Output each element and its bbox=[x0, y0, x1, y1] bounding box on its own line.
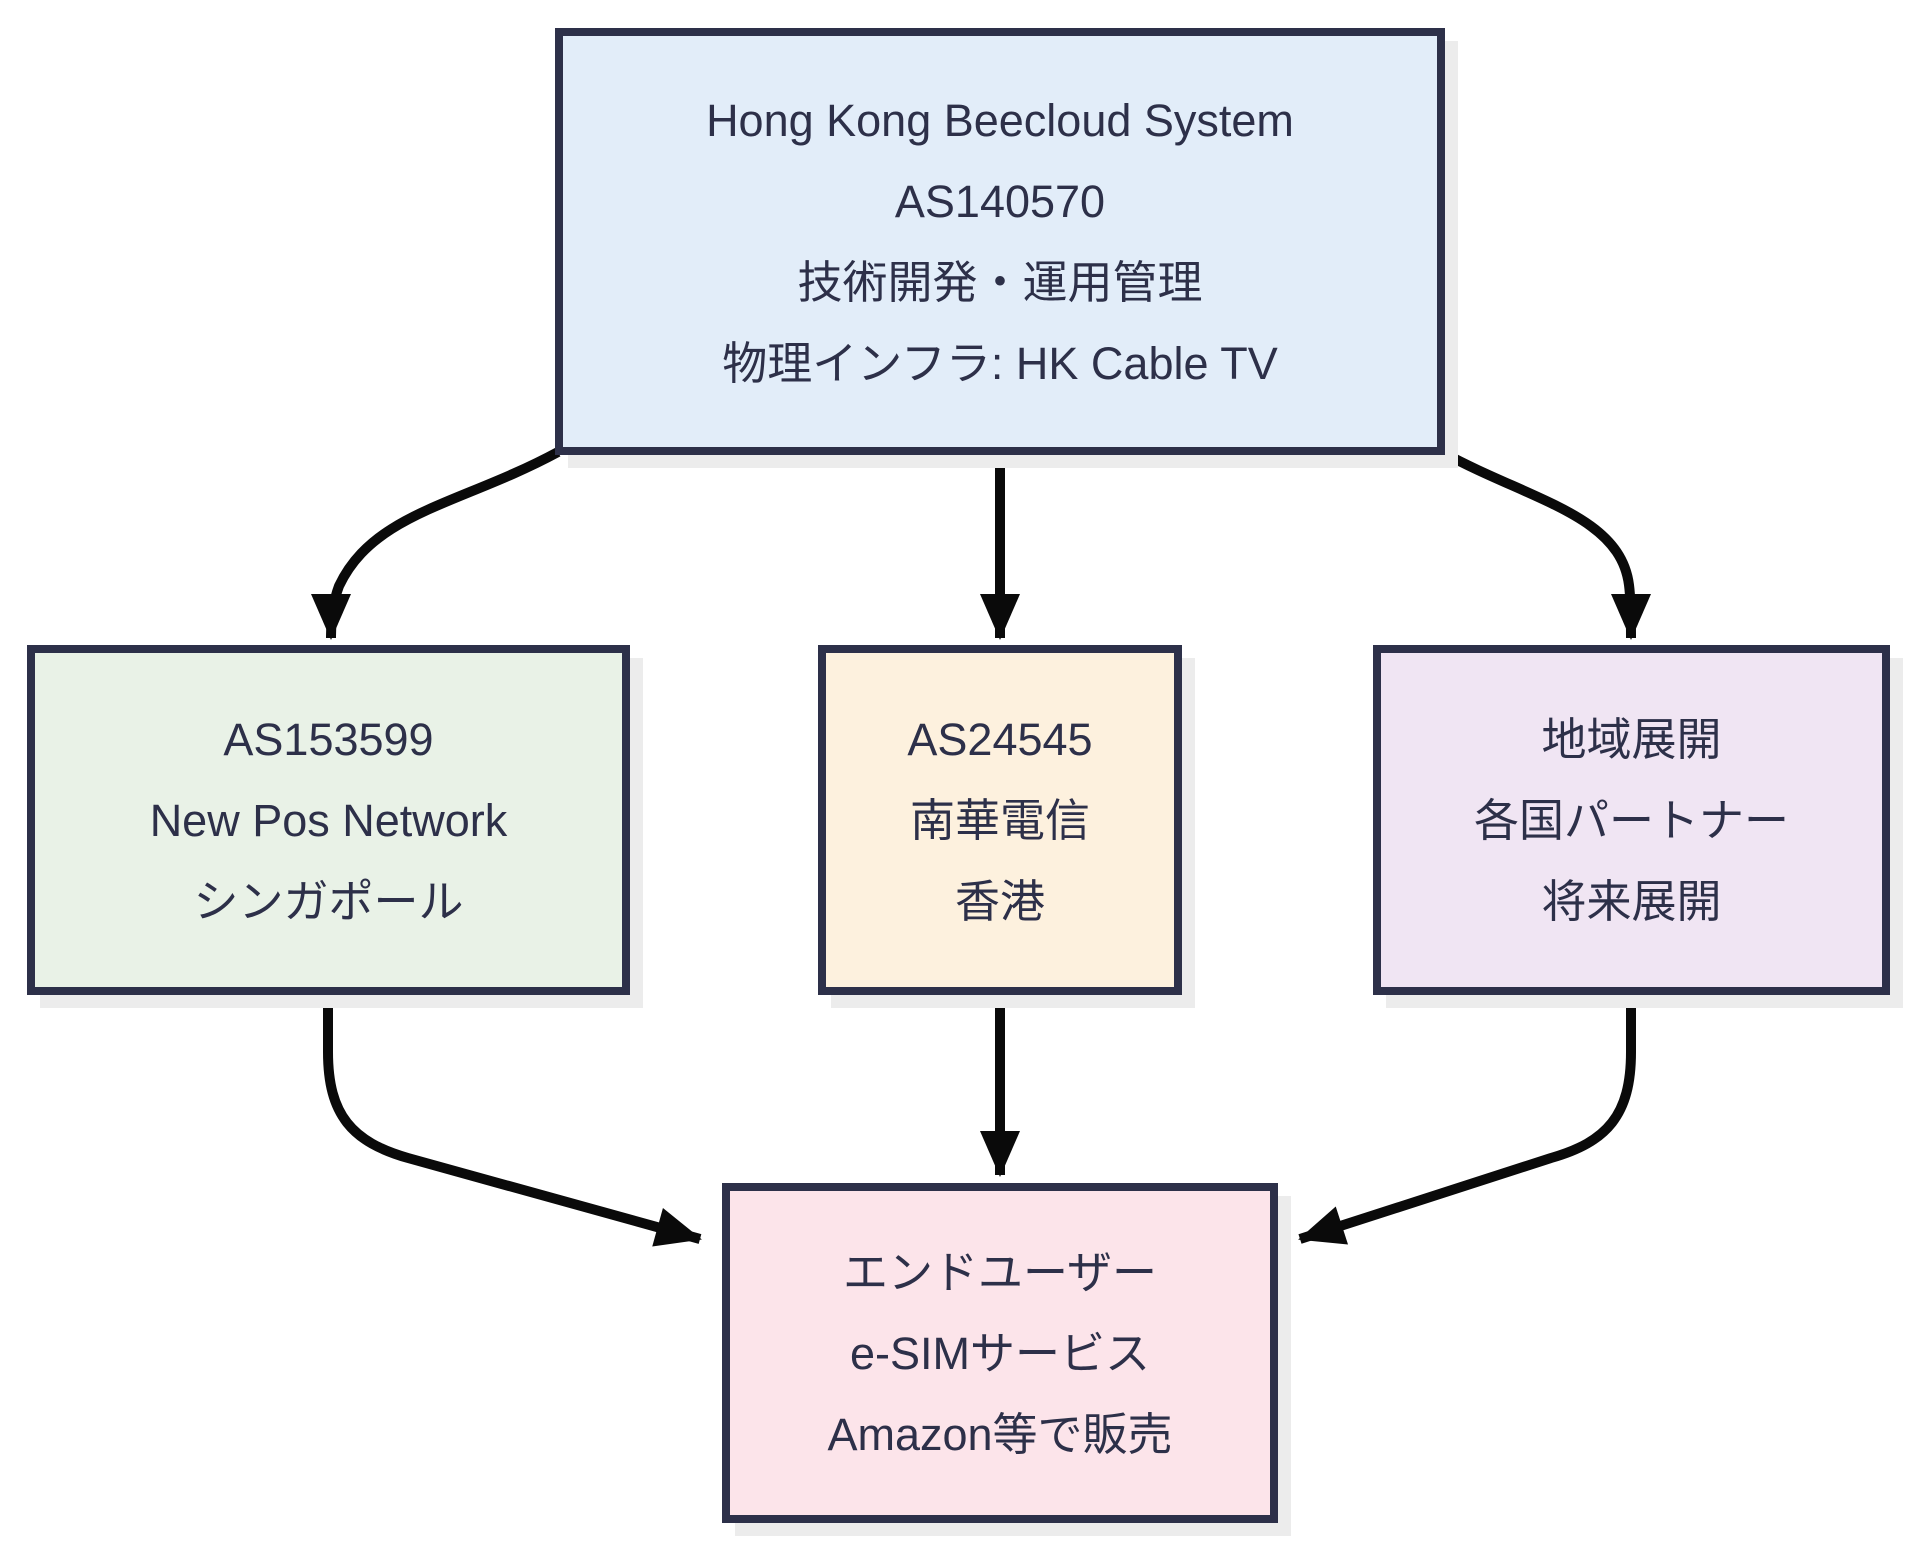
node-hongkong-line: AS24545 bbox=[907, 713, 1093, 765]
node-enduser-line: e-SIMサービス bbox=[849, 1327, 1150, 1379]
node-singapore-line: AS153599 bbox=[223, 713, 434, 765]
node-singapore-line: シンガポール bbox=[193, 875, 464, 927]
node-singapore: AS153599 New Pos Network シンガポール bbox=[27, 645, 630, 995]
node-enduser: エンドユーザー e-SIMサービス Amazon等で販売 bbox=[722, 1183, 1278, 1523]
node-regional: 地域展開 各国パートナー 将来展開 bbox=[1373, 645, 1890, 995]
edge-root-regional bbox=[1439, 447, 1651, 640]
node-singapore-line: New Pos Network bbox=[149, 794, 508, 846]
node-root: Hong Kong Beecloud System AS140570 技術開発・… bbox=[555, 28, 1445, 455]
node-hongkong: AS24545 南華電信 香港 bbox=[818, 645, 1182, 995]
node-root-line: AS140570 bbox=[894, 175, 1106, 227]
edge-regional-enduser bbox=[1298, 999, 1636, 1245]
node-enduser-line: エンドユーザー bbox=[842, 1246, 1158, 1298]
node-regional-line: 将来展開 bbox=[1541, 875, 1722, 927]
node-hongkong-line: 香港 bbox=[954, 875, 1045, 927]
edge-singapore-enduser bbox=[323, 999, 702, 1247]
node-root-line: 物理インフラ: HK Cable TV bbox=[722, 337, 1278, 389]
node-root-line: 技術開発・運用管理 bbox=[797, 256, 1203, 308]
node-hongkong-line: 南華電信 bbox=[909, 794, 1090, 846]
node-enduser-line: Amazon等で販売 bbox=[827, 1408, 1173, 1460]
node-regional-line: 各国パートナー bbox=[1473, 794, 1789, 846]
node-root-line: Hong Kong Beecloud System bbox=[706, 94, 1294, 146]
edge-root-singapore bbox=[311, 447, 561, 640]
node-regional-line: 地域展開 bbox=[1541, 713, 1722, 765]
